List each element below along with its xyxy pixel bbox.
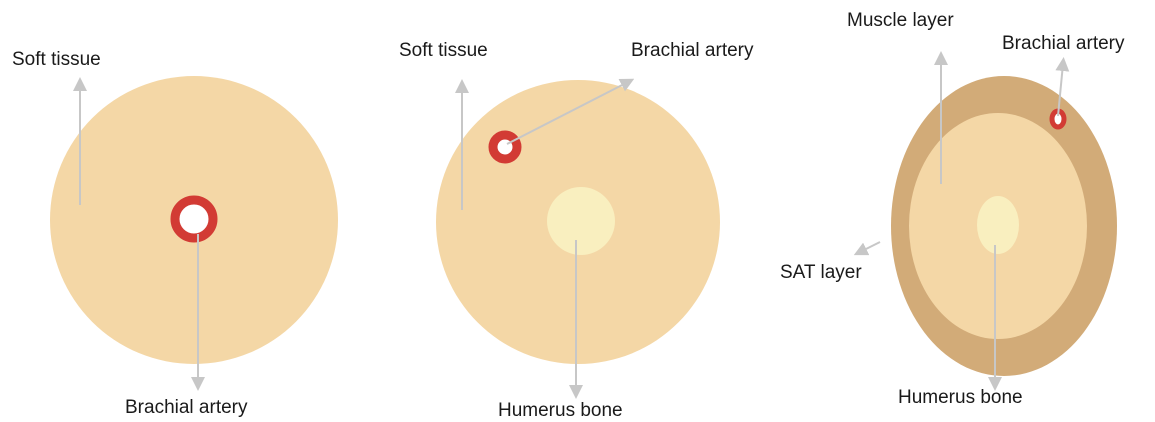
sat-layer-pointer-arrow <box>860 242 880 252</box>
sat-layer-label: SAT layer <box>780 262 862 283</box>
brachial-artery-label: Brachial artery <box>631 40 754 61</box>
panel-3: Muscle layer Brachial artery SAT layer H… <box>780 10 1125 408</box>
humerus-bone-label: Humerus bone <box>898 387 1023 408</box>
brachial-artery-label: Brachial artery <box>1002 33 1125 54</box>
panel-1: Soft tissue Brachial artery <box>12 49 338 418</box>
panel-2: Soft tissue Brachial artery Humerus bone <box>399 40 754 421</box>
brachial-artery-vessel <box>175 200 213 238</box>
brachial-artery-vessel <box>493 135 517 159</box>
humerus-bone-label: Humerus bone <box>498 400 623 421</box>
soft-tissue-label: Soft tissue <box>399 40 488 61</box>
humerus-bone <box>547 187 615 255</box>
brachial-artery-label: Brachial artery <box>125 397 248 418</box>
soft-tissue-label: Soft tissue <box>12 49 101 70</box>
muscle-layer-label: Muscle layer <box>847 10 954 31</box>
humerus-bone <box>977 196 1019 254</box>
